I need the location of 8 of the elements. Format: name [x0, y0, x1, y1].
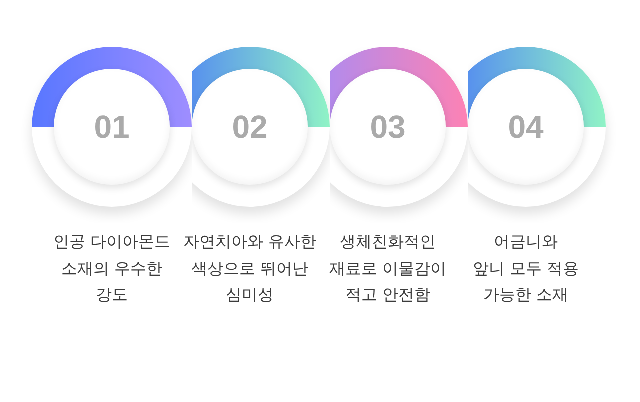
step-number: 04 [508, 111, 544, 143]
step-number: 01 [94, 111, 130, 143]
step-description: 인공 다이아몬드 소재의 우수한 강도 [53, 231, 171, 306]
step-description: 어금니와 앞니 모두 적용 가능한 소재 [472, 231, 580, 306]
step-description: 생체친화적인 재료로 이물감이 적고 안전함 [329, 231, 447, 306]
step-number: 03 [370, 111, 406, 143]
step-description: 자연치아와 유사한 색상으로 뛰어난 심미성 [183, 231, 317, 306]
step-number: 02 [232, 111, 268, 143]
